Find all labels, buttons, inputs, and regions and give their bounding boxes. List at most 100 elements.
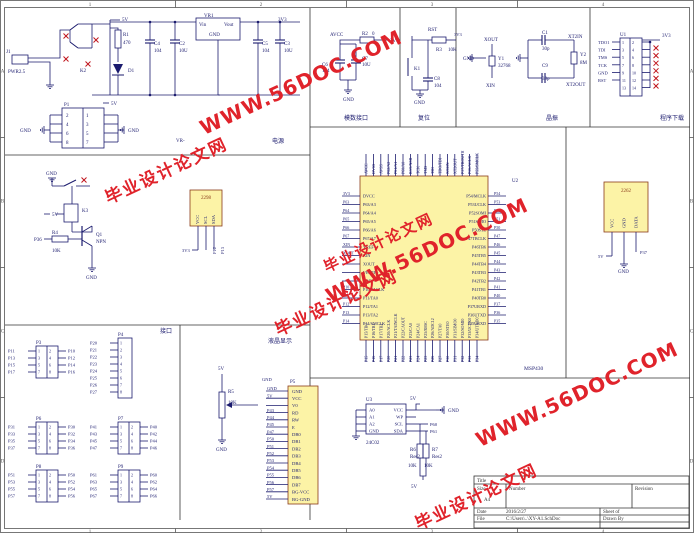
mcu-right-pin: P47TBCLK <box>466 236 486 241</box>
mcu-bottom-pin: P16/TB1 <box>371 324 376 338</box>
sensor-pin-label: VCC <box>195 215 200 224</box>
eeprom-pin-label: SDA <box>394 429 404 434</box>
k2-label: K2 <box>80 69 87 74</box>
ground-symbol <box>352 435 360 441</box>
p5-label: P5 <box>290 380 296 385</box>
net-label: P21 <box>90 348 97 353</box>
pin-number: 4 <box>49 480 51 485</box>
r4-value: 10K <box>52 249 61 254</box>
revision-label: Revision <box>635 487 653 492</box>
lcd-pin-label: DB0 <box>292 432 301 437</box>
connector-label: P6 <box>36 417 42 422</box>
size-value: A4 <box>484 498 491 503</box>
no-connect-mark <box>653 45 659 51</box>
mcu-right-pin: P50STE <box>472 228 486 233</box>
ground-symbol <box>46 84 54 89</box>
mcu-bottom-net: P23 <box>408 356 413 362</box>
lcd-pin-label: DB5 <box>292 468 301 473</box>
row-marker: C <box>690 330 694 335</box>
mcu-bottom-pin: P22/CAOUT <box>401 316 406 338</box>
pin-number: 1 <box>120 341 122 346</box>
gnd-label: GND <box>128 129 139 134</box>
mcu-right-pin: P36UTXD <box>468 313 486 318</box>
mcu-top-pin: TDI <box>430 167 435 174</box>
net-label: P51 <box>8 473 15 478</box>
c6-label: C6 <box>322 63 328 68</box>
title-label: Title <box>477 479 487 484</box>
mcu-left-net: P14 <box>343 319 349 324</box>
wire <box>110 27 119 30</box>
pin-number: 8 <box>49 446 51 451</box>
lcd-pin-label: BG-VCC <box>292 490 309 495</box>
r4-label: R4 <box>52 231 58 236</box>
c1-value: 30p <box>542 47 550 52</box>
pin-number: 7 <box>120 494 122 499</box>
pin-number: 2 <box>120 348 122 353</box>
eeprom-pin-label: A1 <box>369 415 375 420</box>
mcu-right-net: P41 <box>494 285 500 290</box>
avcc-label: AVCC <box>330 33 344 38</box>
net-label: P27 <box>90 390 98 395</box>
pin-number: 4 <box>120 362 122 367</box>
mcu-right-pin: P35URXD <box>468 321 486 326</box>
net-label: P52 <box>68 480 75 485</box>
net-label: P17 <box>8 370 16 375</box>
mcu-right-net: P44 <box>494 259 500 264</box>
no-connect-mark <box>63 33 69 39</box>
mcu-left-pin: P12/TA1 <box>363 304 378 309</box>
net-label: P56 <box>68 494 76 499</box>
p1-label: P1 <box>64 103 70 108</box>
r7-value: 10K <box>424 464 433 469</box>
mcu-right-net: P50 <box>494 225 500 230</box>
transistor-q1 <box>81 239 93 247</box>
pin-number: 3 <box>120 432 122 437</box>
mcu-bottom-net: P21 <box>393 356 398 362</box>
mcu-right-net: P45 <box>494 251 500 256</box>
net-label: P50 <box>68 473 76 478</box>
net-label: P44 <box>150 439 158 444</box>
mcu-right-pin: P41TB1 <box>472 287 486 292</box>
pin-number: 5 <box>120 439 122 444</box>
xt2out-label: XT2OUT <box>566 83 585 88</box>
mcu-left-net: XOUT <box>343 251 355 256</box>
pin-number: 6 <box>66 132 69 137</box>
no-connect-mark <box>81 177 87 183</box>
net-label: P37 <box>640 250 648 255</box>
mcu-bottom-pin: P26/ADC12 <box>430 318 435 338</box>
led-d1 <box>113 64 123 74</box>
mcu-right-net: P37 <box>494 302 500 307</box>
pin-number: 5 <box>120 487 122 492</box>
mcu-bottom-net: P16 <box>371 356 376 362</box>
mcu-left-pin: VEREF+ <box>363 270 379 275</box>
pin-number: 3 <box>120 355 122 360</box>
vcc-5v-label: 5V <box>410 397 417 402</box>
sensor-2262-body <box>603 181 649 233</box>
eeprom-pin-label: A0 <box>369 408 375 413</box>
mcu-bottom-net: P34 <box>475 356 480 362</box>
net-label: P12 <box>68 356 75 361</box>
y2-value: 8M <box>580 61 588 66</box>
nc-stroke <box>63 56 69 62</box>
p36-label: P36 <box>34 238 42 243</box>
nc-stroke <box>653 83 659 89</box>
resistor-r4 <box>51 235 69 243</box>
mcu-left-pin: VREF- <box>363 279 376 284</box>
mcu-bottom-net: P17 <box>378 356 383 362</box>
ground-symbol <box>516 54 521 62</box>
vcc-5v-port: 5V <box>44 213 59 218</box>
net-label: P53 <box>267 458 275 463</box>
pin-number: 2 <box>131 473 133 478</box>
net-label: P11 <box>8 349 15 354</box>
date-label: Date <box>477 510 487 515</box>
pin-number: 7 <box>38 446 40 451</box>
resistor-r3 <box>431 36 447 44</box>
net-label: P26 <box>90 383 98 388</box>
pin-number: 4 <box>632 48 634 53</box>
sensor-pin-label: DATA <box>634 216 639 228</box>
mcu-bottom-net: P31 <box>452 356 457 362</box>
transistor-q1 <box>81 225 93 233</box>
ground-symbol <box>344 89 352 94</box>
